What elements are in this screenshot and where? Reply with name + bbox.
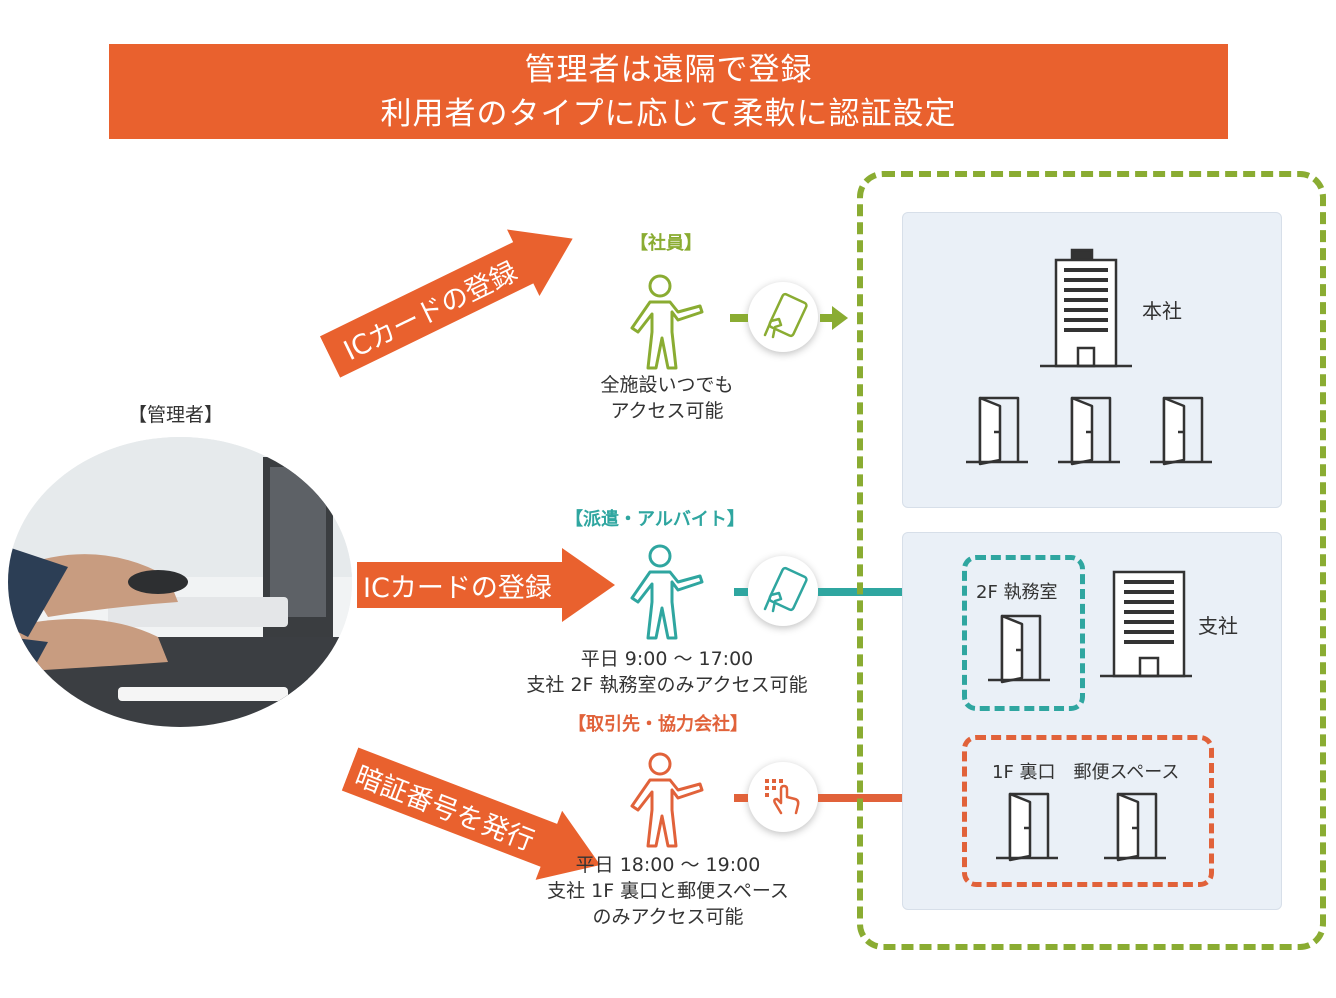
office-label: 2F 執務室 [976,582,1058,603]
door-icon-hq-3 [1150,392,1212,470]
category-partner: 【取引先・協力会社】 [568,714,748,735]
arrow-pin-issue: 暗証番号を発行 [337,734,614,899]
ic-card-circle-1 [748,282,818,352]
header-banner: 管理者は遠隔で登録 利用者のタイプに応じて柔軟に認証設定 [109,44,1228,139]
arrow-ic-card-1: ICカードの登録 [314,205,589,390]
connector-green [730,302,850,340]
note-temp-staff: 平日 9:00 〜 17:00 支社 2F 執務室のみアクセス可能 [526,648,808,696]
facilities-boundary [857,171,1326,950]
door-icon-back-1 [996,788,1058,866]
note-employee: 全施設いつでも アクセス可能 [600,374,734,422]
back-entrance-label: 1F 裏口 郵便スペース [992,762,1180,783]
arrow-ic-card-2: ICカードの登録 [357,548,615,622]
person-icon-temp-staff [626,542,710,646]
hq-label: 本社 [1142,299,1182,323]
office-zone [962,555,1085,711]
header-line-2: 利用者のタイプに応じて柔軟に認証設定 [380,95,957,132]
ic-card-circle-2 [748,556,818,626]
back-entrance-zone [962,735,1214,887]
admin-photo [8,437,352,727]
admin-label: 【管理者】 [128,404,224,426]
header-line-1: 管理者は遠隔で登録 [524,51,813,88]
ic-card-icon [763,292,808,339]
note-partner: 平日 18:00 〜 19:00 支社 1F 裏口と郵便スペース のみアクセス可… [547,854,789,928]
door-icon-office [988,610,1050,688]
category-employee: 【社員】 [630,233,702,254]
door-icon-hq-2 [1058,392,1120,470]
pin-circle [748,762,818,832]
arrow-label-ic-card-2: ICカードの登録 [363,573,552,604]
building-icon-hq [1038,248,1134,374]
person-icon-partner [626,750,710,854]
door-icon-back-2 [1104,788,1166,866]
keypad-touch-icon [765,779,800,815]
building-icon-branch [1098,568,1194,684]
door-icon-hq-1 [966,392,1028,470]
branch-label: 支社 [1198,614,1238,638]
category-temp-staff: 【派遣・アルバイト】 [565,509,745,530]
ic-card-icon [763,566,808,613]
person-icon-employee [626,272,710,376]
